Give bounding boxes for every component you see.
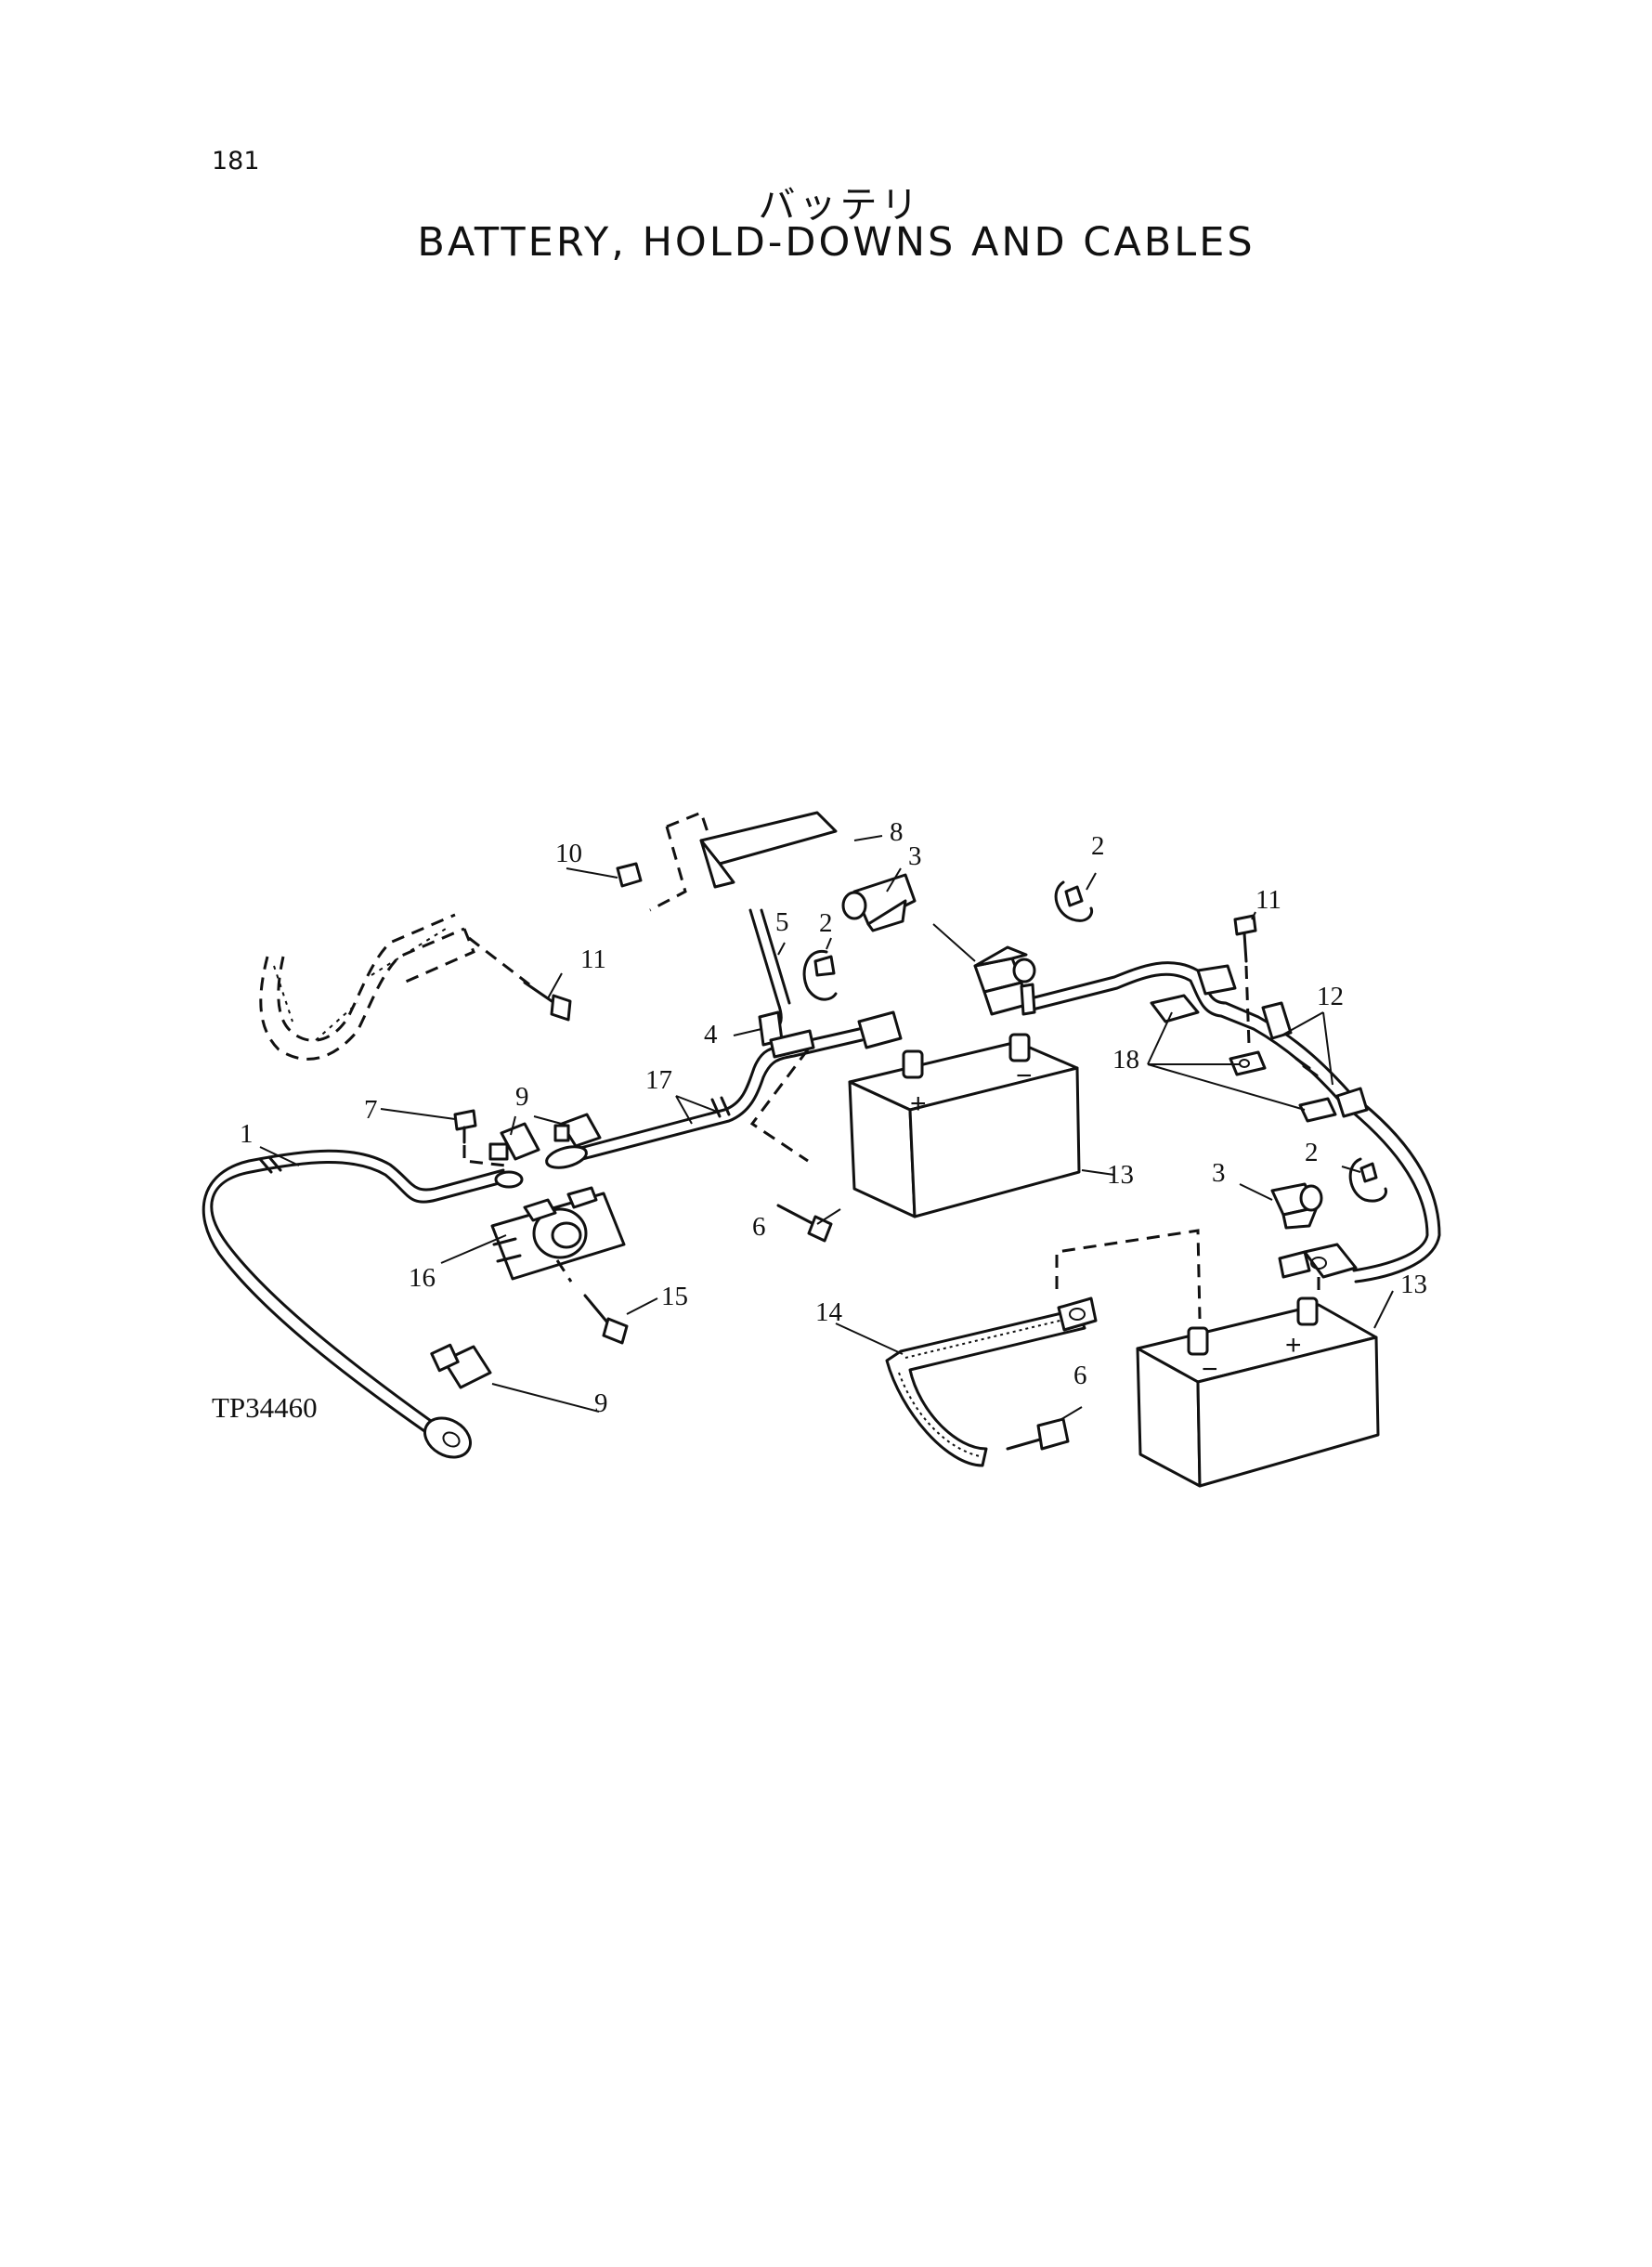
cable-clips-18 [1150,994,1337,1123]
nut-10 [616,862,643,888]
callout-15: 15 [661,1282,688,1311]
callout-labels: 1 2 2 2 3 3 3 4 5 6 6 6 7 8 9 9 10 11 11… [212,817,1427,1424]
cable-12-end-terminal [1278,1243,1358,1296]
battery-13-lower: − + [1136,1296,1380,1488]
callout-2-middle: 2 [819,908,833,938]
callout-3-upper: 3 [908,841,922,871]
ground-strap-dashed [259,913,475,1061]
battery-plus-symbol: + [910,1088,927,1119]
callout-3-lower: 3 [1212,1158,1226,1188]
hold-down-bracket-8 [649,811,838,912]
callout-11-right: 11 [1255,885,1281,915]
bolt-7 [453,1109,477,1144]
callout-17: 17 [645,1065,672,1095]
battery-minus-symbol: − [1016,1061,1033,1091]
callout-2-upper: 2 [1091,831,1105,861]
callout-11-left: 11 [580,945,606,974]
callout-7: 7 [364,1095,378,1125]
page-title: BATTERY, HOLD-DOWNS AND CABLES [417,219,1255,266]
battery-minus-symbol-lower: − [1202,1354,1218,1385]
callout-10: 10 [555,839,582,868]
callout-5: 5 [775,907,789,937]
callout-8: 8 [890,817,904,847]
callout-14: 14 [815,1297,843,1327]
terminal-cover-3-middle [841,873,917,932]
callout-6-middle: 6 [752,1212,766,1242]
bolt-11-left [468,936,572,1022]
bracket-4 [758,1010,815,1059]
callout-9-upper: 9 [515,1082,529,1112]
callout-4: 4 [704,1020,718,1049]
leader-lines [259,835,1394,1422]
battery-switch-16 [490,1170,626,1281]
cable-1 [202,1149,508,1459]
terminal-cover-3-lower [1270,1182,1323,1230]
callout-13-center: 13 [1107,1160,1134,1190]
callout-2-lower: 2 [1305,1138,1319,1167]
bolt-15 [555,1259,629,1345]
battery-13-center: + − [848,1033,1081,1218]
callout-6-lower: 6 [1073,1361,1087,1390]
figure-id: TP34460 [212,1391,318,1424]
callout-13-lower: 13 [1400,1270,1427,1299]
page-number: 181 [212,147,260,176]
strap-leader-dashed [1055,1229,1202,1320]
page-title-japanese: バッテリ [758,184,922,227]
bolt-11-right [1233,914,1257,1046]
battery-plus-symbol-lower: + [1285,1330,1302,1361]
callout-18: 18 [1112,1045,1139,1075]
callout-12: 12 [1317,982,1344,1011]
battery-strap-14 [885,1296,1098,1467]
clip-2-middle [802,949,838,1001]
callout-16: 16 [409,1263,436,1293]
cable-12 [982,961,1441,1283]
terminal-cap-9-lower [430,1343,492,1389]
callout-1: 1 [240,1119,254,1149]
bolt-6-middle [749,1049,833,1243]
clip-2-upper [1054,880,1094,922]
clip-2-lower [1348,1157,1388,1203]
callout-9-lower: 9 [594,1388,608,1418]
bolt-6-lower [1006,1417,1070,1451]
cable-17 [545,1010,903,1169]
